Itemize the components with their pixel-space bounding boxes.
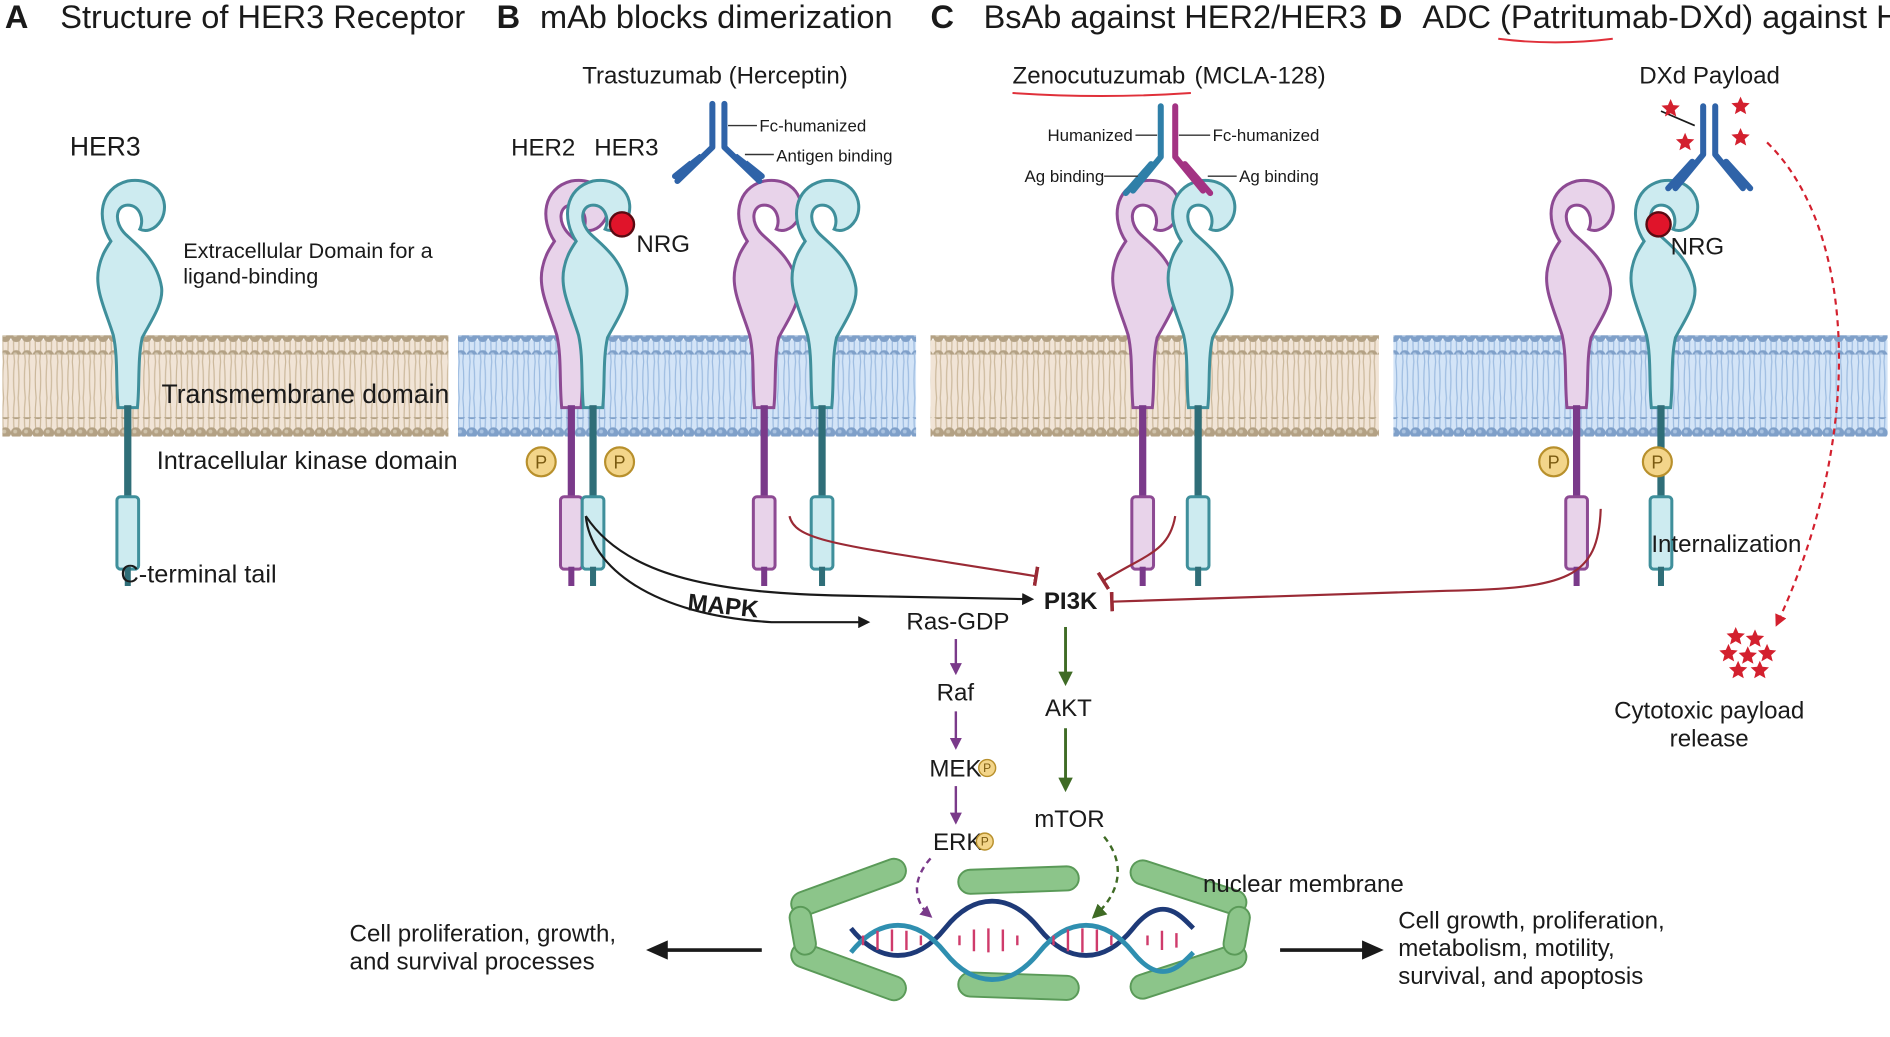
adc-antibody [1660, 103, 1754, 192]
svg-text:A: A [5, 0, 29, 35]
svg-text:P: P [981, 835, 989, 849]
svg-text:B: B [497, 0, 521, 35]
arrow-mtor-dna [1091, 835, 1119, 919]
underline-zenocutuzumab [1012, 92, 1191, 97]
svg-text:mAb blocks dimerization: mAb blocks dimerization [540, 0, 893, 35]
label-mcla: (MCLA-128) [1195, 62, 1326, 89]
svg-text:D: D [1379, 0, 1403, 35]
label-mtor: mTOR [1034, 806, 1105, 833]
underline-patritumab [1498, 37, 1613, 44]
bsab-antibody [1122, 103, 1214, 197]
nuclear-membrane [788, 857, 1251, 1002]
label-erk: ERK [933, 829, 983, 856]
payload-release-cluster [1719, 626, 1777, 679]
phospho-badge-erk: P [975, 832, 994, 851]
label-outcome-right-2: metabolism, motility, [1398, 935, 1614, 962]
label-akt: AKT [1045, 695, 1092, 722]
svg-text:P: P [1651, 452, 1663, 472]
label-antigen-b: Antigen binding [776, 147, 892, 166]
inhibit-trastuzumab [788, 515, 1040, 587]
panel-header-d: D ADC (Patritumab-DXd) against HER3 [1379, 0, 1890, 35]
panel-header-a: A Structure of HER3 Receptor [5, 0, 466, 35]
membrane-b [458, 335, 917, 437]
arrow-erk-dna [915, 857, 933, 918]
svg-text:BsAb against HER2/HER3: BsAb against HER2/HER3 [984, 0, 1367, 35]
label-outcome-right-1: Cell growth, proliferation, [1398, 907, 1665, 934]
arrow-her-to-ras [584, 515, 871, 629]
label-intracellular: Intracellular kinase domain [157, 447, 458, 475]
svg-text:P: P [983, 761, 991, 775]
nrg-ligand-d [1645, 211, 1672, 238]
svg-text:C: C [931, 0, 955, 35]
label-pi3k: PI3K [1044, 588, 1098, 615]
label-her3-b: HER3 [594, 135, 658, 162]
label-raf: Raf [937, 680, 975, 707]
label-fc-b: Fc-humanized [759, 117, 866, 136]
svg-text:P: P [1548, 452, 1560, 472]
label-trastuzumab: Trastuzumab (Herceptin) [582, 62, 848, 89]
label-nuclear-membrane: nuclear membrane [1203, 871, 1404, 898]
phospho-badge-d-right: P [1641, 446, 1673, 478]
phospho-badge-d-left: P [1538, 446, 1570, 478]
svg-text:P: P [614, 452, 626, 472]
svg-text:P: P [535, 452, 547, 472]
panel-header-b: B mAb blocks dimerization [497, 0, 893, 35]
label-nrg-b: NRG [636, 231, 690, 258]
inhibit-zenocutuzumab [1096, 515, 1177, 590]
label-transmembrane: Transmembrane domain [162, 379, 450, 409]
label-extracellular-2: ligand-binding [183, 263, 318, 288]
label-zenocutuzumab: Zenocutuzumab [1013, 62, 1186, 89]
phospho-badge-b-right: P [604, 446, 636, 478]
label-cytotoxic-2: release [1670, 725, 1749, 752]
phospho-badge-b-left: P [525, 446, 557, 478]
label-extracellular: Extracellular Domain for a [183, 238, 433, 263]
label-internalization: Internalization [1651, 531, 1801, 558]
svg-text:ADC (Patritumab-DXd) against H: ADC (Patritumab-DXd) against HER3 [1422, 0, 1890, 35]
label-dxd-payload: DXd Payload [1639, 62, 1780, 89]
label-mapk: MAPK [686, 589, 760, 623]
phospho-badge-mek: P [978, 758, 997, 778]
membrane-d [1393, 335, 1888, 437]
label-outcome-left-2: and survival processes [350, 948, 595, 975]
label-c-terminal: C-terminal tail [121, 560, 277, 588]
label-her3-a: HER3 [70, 132, 141, 162]
label-fc-c: Fc-humanized [1213, 126, 1320, 145]
nrg-ligand-b [608, 211, 636, 238]
inhibit-patritumab [1109, 508, 1602, 612]
label-mek: MEK [929, 755, 981, 782]
label-cytotoxic: Cytotoxic payload [1614, 698, 1804, 725]
dna-helix [849, 898, 1196, 982]
label-nrg-d: NRG [1671, 234, 1725, 261]
arrow-her-to-pi3k [584, 515, 1035, 606]
label-humanized: Humanized [1047, 126, 1132, 145]
panel-header-c: C BsAb against HER2/HER3 [931, 0, 1367, 35]
internalization-arrow [1766, 141, 1840, 627]
svg-text:Structure of HER3 Receptor: Structure of HER3 Receptor [60, 0, 465, 35]
membrane-a [2, 335, 449, 437]
label-outcome-right-3: survival, and apoptosis [1398, 963, 1643, 990]
label-outcome-left-1: Cell proliferation, growth, [350, 921, 616, 948]
label-ras-gdp: Ras-GDP [906, 608, 1009, 635]
trastuzumab-antibody [671, 100, 765, 185]
label-her2-b: HER2 [511, 135, 575, 162]
label-ag-left: Ag binding [1025, 167, 1105, 186]
label-ag-right: Ag binding [1239, 167, 1319, 186]
